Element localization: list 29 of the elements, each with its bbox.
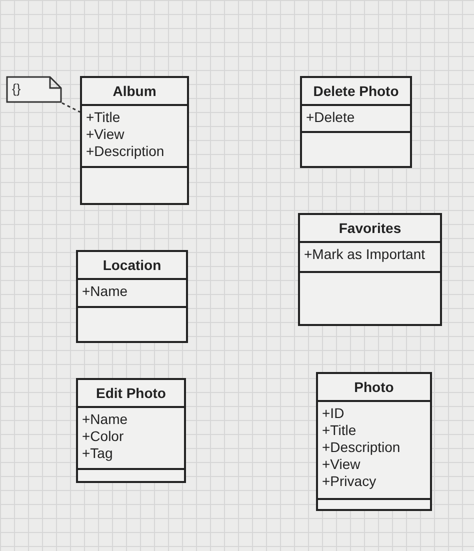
class-box	[298, 213, 442, 326]
class-box	[80, 76, 189, 205]
note-box	[6, 76, 62, 103]
attribute-text: +Tag	[82, 445, 113, 462]
attribute-text: +View	[322, 456, 360, 473]
note-text: {}	[12, 81, 21, 96]
attribute-text: +Color	[82, 428, 124, 445]
class-box	[76, 378, 186, 483]
class-name: Favorites	[338, 220, 402, 236]
dashed-connector	[62, 102, 80, 113]
attribute-text: +Name	[82, 411, 128, 428]
class-name: Location	[102, 257, 162, 273]
attribute-text: +ID	[322, 405, 344, 422]
attribute-text: +Name	[82, 283, 128, 300]
attribute-text: +Delete	[306, 109, 355, 126]
class-name: Edit Photo	[96, 385, 166, 401]
class-box	[316, 372, 432, 511]
attribute-text: +Title	[322, 422, 356, 439]
class-name: Album	[112, 83, 156, 99]
attribute-text: +View	[86, 126, 124, 143]
class-name: Delete Photo	[313, 83, 399, 99]
attribute-text: +Description	[322, 439, 400, 456]
attribute-text: +Title	[86, 109, 120, 126]
attribute-text: +Privacy	[322, 473, 376, 490]
class-box	[76, 250, 188, 343]
attribute-text: +Mark as Important	[304, 246, 425, 263]
attribute-text: +Description	[86, 143, 164, 160]
class-box	[300, 76, 412, 168]
class-name: Photo	[354, 379, 394, 395]
